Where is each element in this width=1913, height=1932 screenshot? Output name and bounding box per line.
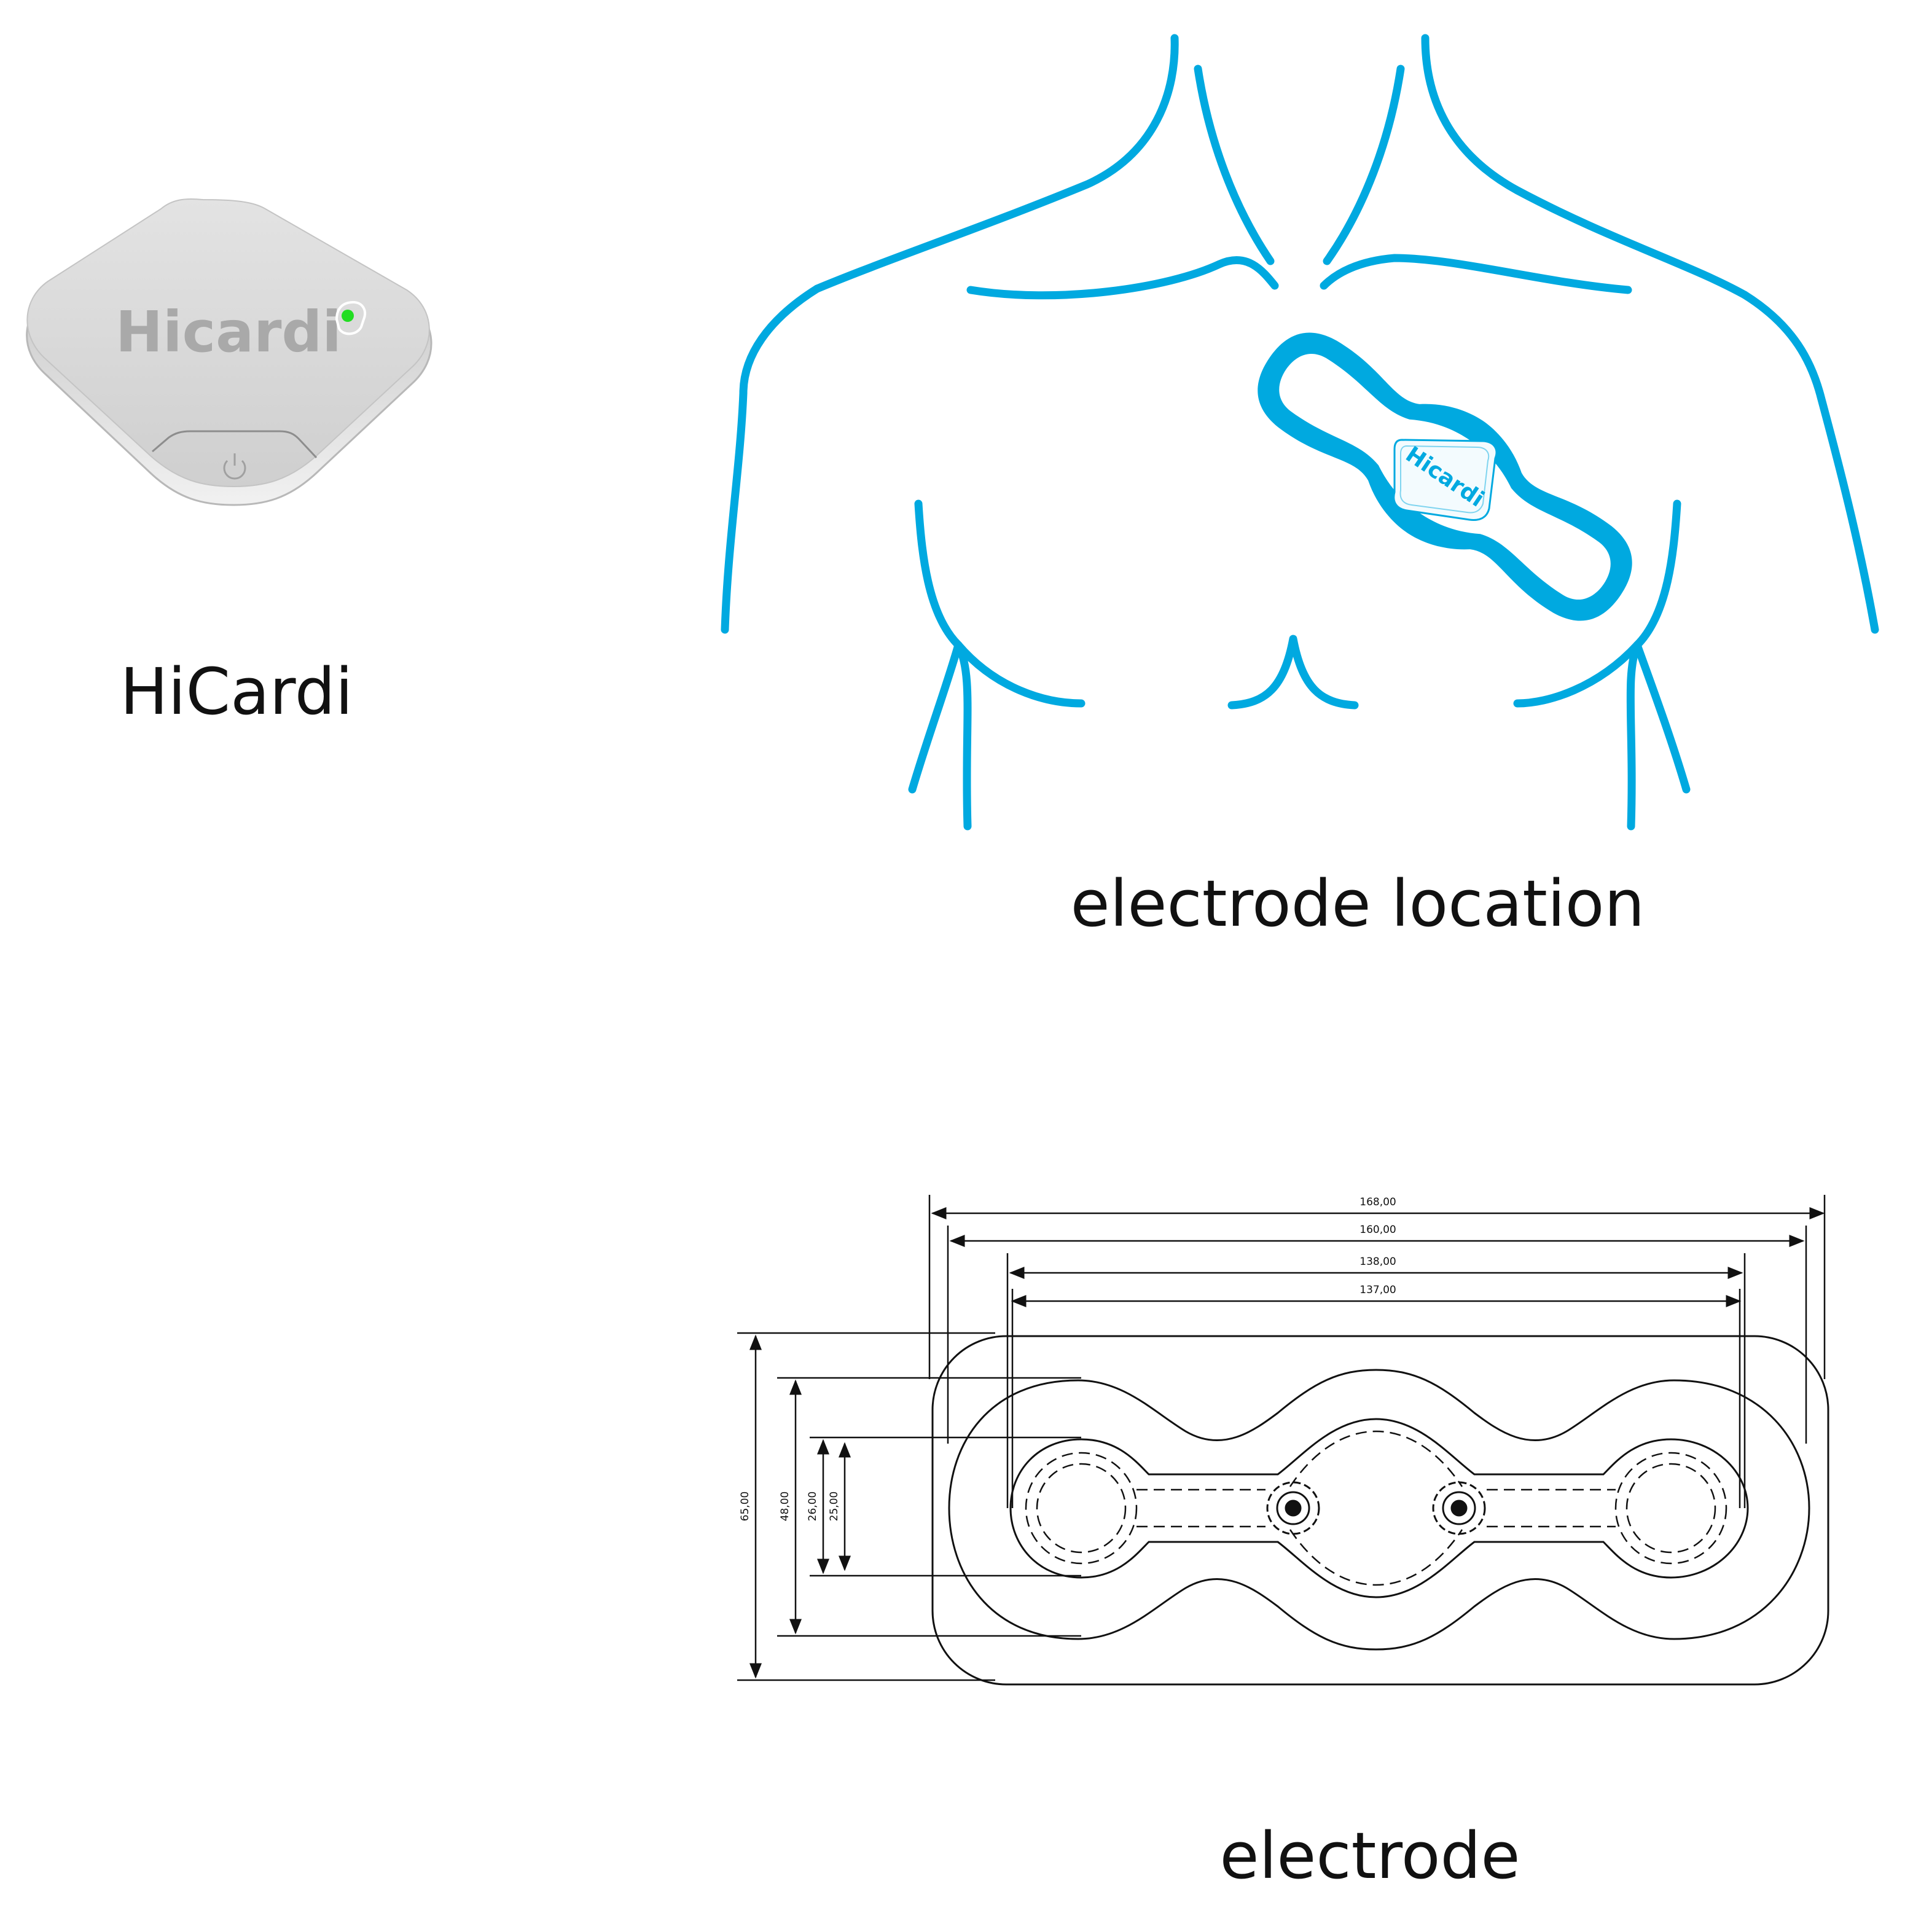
torso-neck-right-inner [1323,65,1405,265]
device-button-area [152,430,318,459]
torso-neck-right-outer [1421,34,1749,299]
device-illustration: Hicardi [26,198,432,506]
torso-shoulder-right [1740,291,1879,634]
dim-width-137: 137,00 [1359,1284,1396,1296]
chest-patch: Hicardi [1258,332,1632,621]
dim-width-160: 160,00 [1359,1224,1396,1236]
electrode-inner-bone [1009,1418,1749,1598]
power-icon [223,453,246,480]
torso-illustration: Hicardi [721,34,1879,831]
device-body-top [26,198,430,488]
torso-pectoral-left [954,641,1086,708]
electrode-center-dashed [1289,1430,1463,1586]
device-led-ring [335,300,366,335]
torso-clavicle-right [1320,254,1632,294]
device-panel: Hicardi HiCardi [0,0,491,768]
electrode-pad-left-outer [1025,1452,1138,1565]
torso-arm-right-lower [1633,641,1691,794]
electrode-snap-right [1432,1481,1486,1535]
torso-clavicle-left [966,256,1279,300]
torso-neck-left-inner [1194,65,1275,265]
chest-patch-device [1393,439,1498,521]
torso-pectoral-right [1513,641,1641,708]
electrode-snap-left [1266,1481,1320,1535]
electrode-pad-right-outer [1614,1452,1727,1565]
location-panel: Hicardi electrode location [721,34,1879,941]
dim-height-48: 48,00 [779,1492,791,1522]
electrode-caption: electrode [1219,1818,1520,1893]
dim-height-26: 26,00 [807,1492,819,1522]
torso-arm-left-lower [908,641,963,794]
torso-neck-left-outer [813,34,1179,293]
electrode-pad-right-inner [1625,1463,1716,1554]
device-logo-text: Hicardi [115,299,342,365]
device-caption: HiCardi [120,654,353,729]
torso-sternum [1227,635,1359,710]
location-caption: electrode location [1070,866,1645,941]
device-led-icon [342,310,354,322]
electrode-outer-lobe [948,1369,1810,1651]
dim-height-25: 25,00 [828,1492,840,1522]
dim-height-65: 65,00 [739,1492,751,1522]
electrode-outer-frame [931,1335,1829,1686]
dim-width-138: 138,00 [1359,1256,1396,1268]
torso-shoulder-left [721,284,821,634]
electrode-pad-left-inner [1036,1463,1127,1554]
dim-width-168: 168,00 [1359,1196,1396,1208]
